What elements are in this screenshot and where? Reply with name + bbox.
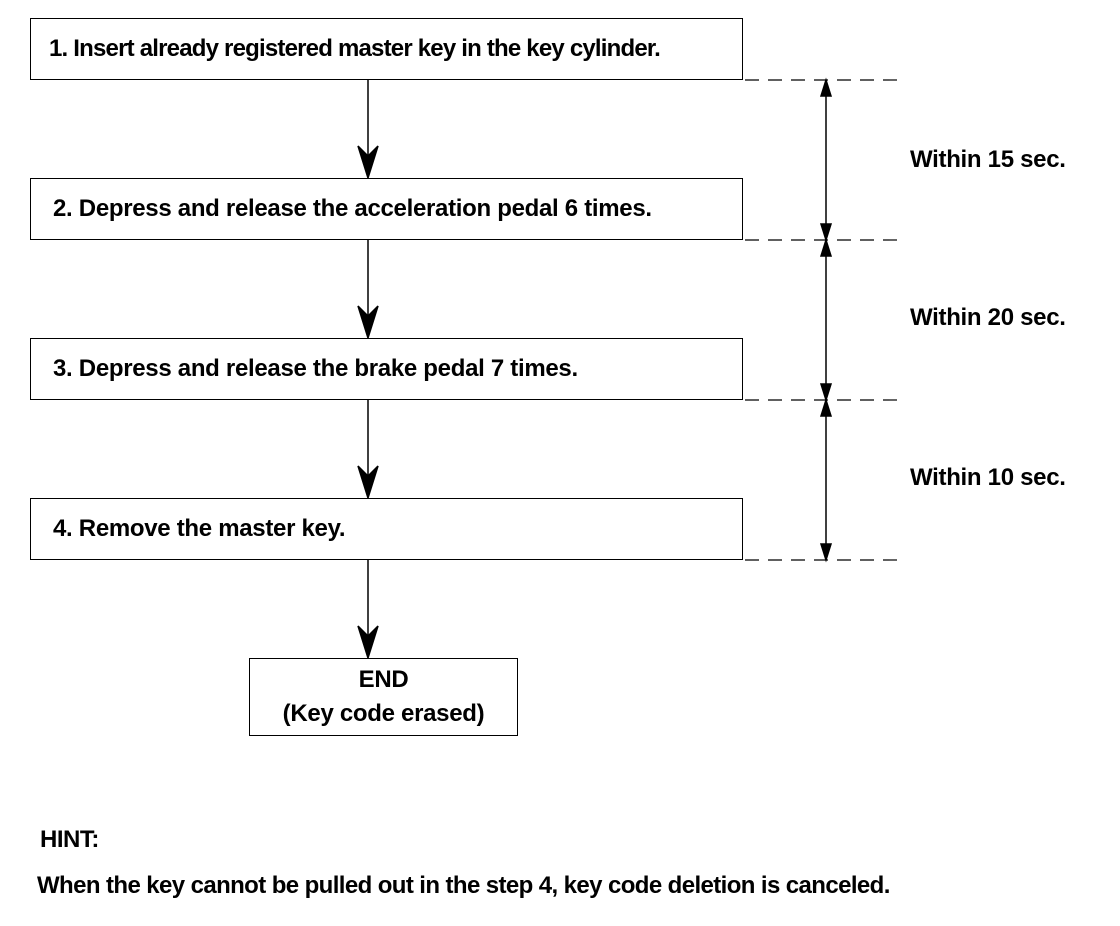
step-box-1: 1. Insert already registered master key …	[30, 18, 743, 80]
flow-arrows	[357, 80, 379, 661]
hint-text: When the key cannot be pulled out in the…	[37, 872, 890, 899]
flow-arrowhead-4-end	[357, 625, 379, 661]
dimension-arrowhead-20-top	[819, 237, 833, 257]
dimension-arrowhead-15-top	[819, 77, 833, 97]
step-box-4: 4. Remove the master key.	[30, 498, 743, 560]
dimension-arrowhead-10-bottom	[819, 543, 833, 563]
step-box-2: 2. Depress and release the acceleration …	[30, 178, 743, 240]
timing-reference-lines	[745, 79, 902, 561]
flow-arrowhead-2-3	[357, 305, 379, 341]
flow-arrowhead-1-2	[357, 145, 379, 181]
step-label-2: 2. Depress and release the acceleration …	[53, 195, 652, 222]
step-label-3: 3. Depress and release the brake pedal 7…	[53, 355, 578, 382]
interval-label-15-sec: Within 15 sec.	[910, 146, 1066, 173]
hint-label: HINT:	[40, 826, 99, 853]
end-title: END	[358, 666, 409, 693]
timing-dimension-arrows	[819, 77, 833, 563]
end-box: END (Key code erased)	[249, 658, 518, 736]
interval-label-20-sec: Within 20 sec.	[910, 304, 1066, 331]
step-box-3: 3. Depress and release the brake pedal 7…	[30, 338, 743, 400]
step-label-1: 1. Insert already registered master key …	[49, 35, 661, 62]
dimension-arrowhead-10-top	[819, 397, 833, 417]
interval-label-10-sec: Within 10 sec.	[910, 464, 1066, 491]
end-subtitle: (Key code erased)	[282, 700, 485, 727]
step-label-4: 4. Remove the master key.	[53, 515, 346, 542]
flow-arrowhead-3-4	[357, 465, 379, 501]
dimension-arrowhead-20-bottom	[819, 383, 833, 403]
dimension-arrowhead-15-bottom	[819, 223, 833, 243]
